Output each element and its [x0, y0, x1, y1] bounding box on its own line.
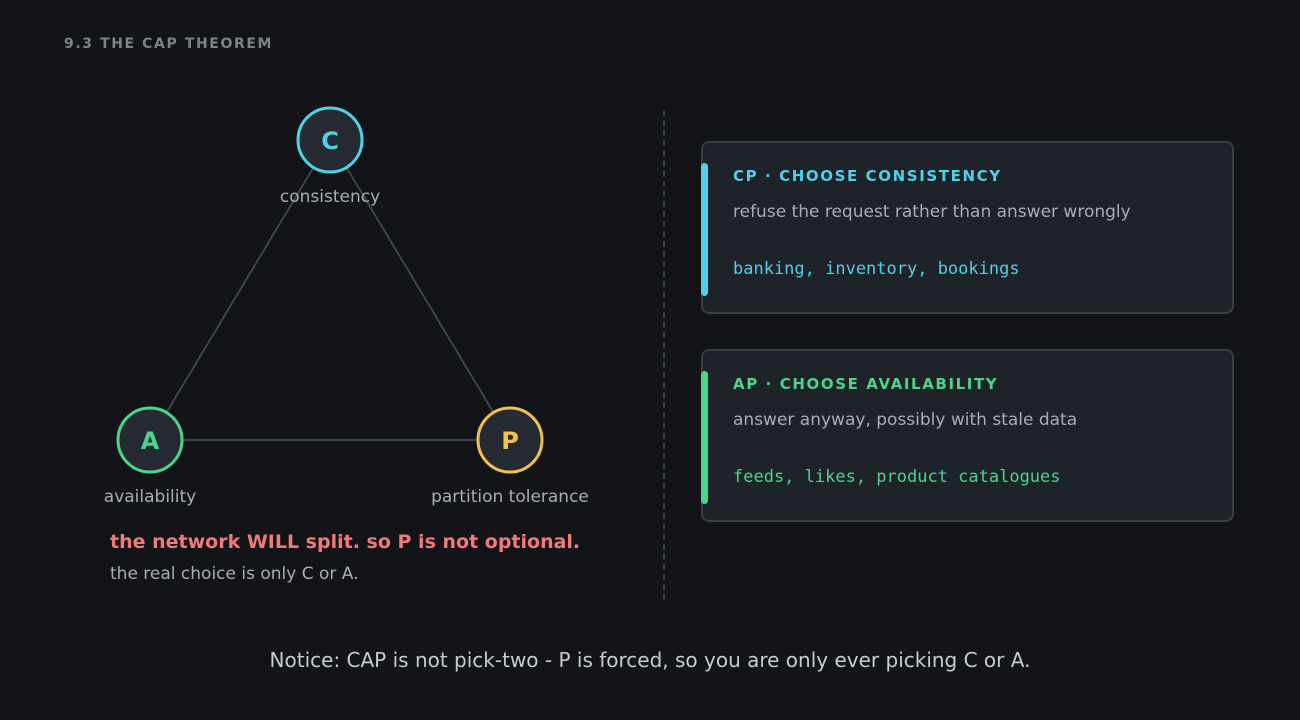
- node-c: C: [296, 106, 364, 174]
- node-a-letter: A: [141, 427, 160, 455]
- node-c-label: consistency: [279, 187, 381, 207]
- cp-card-examples: banking, inventory, bookings: [733, 259, 1020, 279]
- edge-c-a: [149, 139, 331, 441]
- node-a-label: availability: [103, 487, 197, 507]
- ap-card-examples: feeds, likes, product catalogues: [733, 467, 1061, 487]
- edge-c-p: [329, 139, 511, 441]
- cp-card-title: CP · CHOOSE CONSISTENCY: [733, 167, 1002, 185]
- node-p-letter: P: [501, 427, 519, 455]
- node-p: P: [476, 406, 544, 474]
- partition-warning: the network WILL split. so P is not opti…: [110, 531, 581, 553]
- triangle-svg: C A P: [116, 106, 544, 474]
- node-a: A: [116, 406, 184, 474]
- cp-card-description: refuse the request rather than answer wr…: [733, 202, 1131, 222]
- ap-card: AP · CHOOSE AVAILABILITY answer anyway, …: [701, 349, 1234, 522]
- partition-warning-subtext: the real choice is only C or A.: [110, 564, 359, 584]
- section-label: 9.3 THE CAP THEOREM: [64, 36, 274, 52]
- ap-card-description: answer anyway, possibly with stale data: [733, 410, 1078, 430]
- vertical-divider: [663, 110, 665, 600]
- cp-card: CP · CHOOSE CONSISTENCY refuse the reque…: [701, 141, 1234, 314]
- node-c-letter: C: [321, 127, 339, 155]
- ap-card-title: AP · CHOOSE AVAILABILITY: [733, 375, 999, 393]
- node-p-label: partition tolerance: [431, 487, 589, 507]
- cap-triangle-diagram: C A P consistency availability partition…: [0, 0, 660, 620]
- ap-card-accent-bar: [701, 371, 708, 504]
- footer-notice: Notice: CAP is not pick-two - P is force…: [269, 648, 1031, 672]
- cp-card-accent-bar: [701, 163, 708, 296]
